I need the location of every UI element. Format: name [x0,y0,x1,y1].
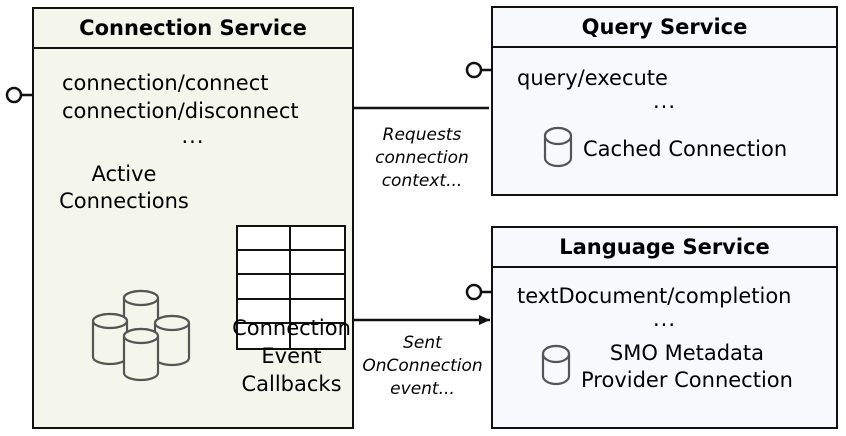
component-body-language-service: textDocument/completion ... SMO Metadata… [493,268,836,427]
connection-label-line1: Sent [403,333,442,353]
table-grid-cell [291,275,344,300]
artifact-label-smo-metadata: SMO Metadata Provider Connection [581,340,793,394]
artifact-label-smo-line2: Provider Connection [581,368,793,392]
component-title-connection-service: Connection Service [34,9,352,49]
operation-ellipsis-connection-service: ... [181,124,205,148]
operation-query-execute[interactable]: query/execute [517,66,668,90]
component-title-language-service: Language Service [493,228,836,268]
component-body-connection-service: connection/connect connection/disconnect… [34,49,352,429]
artifact-smo-metadata-provider-connection: SMO Metadata Provider Connection [541,340,793,394]
connection-label-line1: Requests [382,125,462,145]
operation-textdocument-completion[interactable]: textDocument/completion [517,284,792,308]
component-language-service[interactable]: Language Service textDocument/completion… [491,226,838,429]
table-grid-cell [238,227,291,252]
table-grid-cell [291,251,344,276]
artifact-label-callbacks-line2: Event [261,344,322,368]
artifact-label-callbacks-line3: Callbacks [241,372,342,396]
operation-connection-disconnect[interactable]: connection/disconnect [62,99,299,123]
connection-label-connection-to-language: Sent OnConnection event... [355,332,490,401]
table-grid-cell [238,323,291,348]
artifact-label-callbacks-line1: Connection [232,316,351,340]
table-grid-cell [238,275,291,300]
artifact-cached-connection: Cached Connection [543,126,787,172]
connection-label-query-to-connection: Requests connection context... [363,124,481,193]
artifact-label-active-connections-line2: Connections [59,189,189,213]
artifact-label-cached-connection: Cached Connection [583,136,788,161]
operation-connection-connect[interactable]: connection/connect [62,71,269,95]
component-connection-service[interactable]: Connection Service connection/connect co… [32,7,354,429]
component-title-query-service: Query Service [493,8,836,48]
operation-ellipsis-query-service: ... [652,89,677,113]
operation-ellipsis-language-service: ... [652,307,677,331]
database-icon [541,344,571,390]
operation-list-connection-service: connection/connect connection/disconnect [62,69,299,125]
component-body-query-service: query/execute ... Cached Connection [493,48,836,194]
component-query-service[interactable]: Query Service query/execute ... Cached C… [491,6,838,196]
connection-label-line2: OnConnection [362,356,483,376]
database-cluster-icon [84,284,204,383]
artifact-label-connection-event-callbacks: Connection Event Callbacks [209,314,374,398]
connection-label-line3: event... [390,379,455,399]
table-grid-icon [236,225,346,350]
table-grid-cell [291,227,344,252]
table-grid-cell [238,299,291,324]
database-icon [543,126,573,172]
connection-label-line2: connection [375,148,469,168]
table-grid-cell [238,251,291,276]
artifact-label-active-connections: Active Connections [44,161,204,215]
connection-label-line3: context... [381,171,463,191]
artifact-label-smo-line1: SMO Metadata [609,341,765,365]
table-grid-cell [291,300,344,324]
artifact-label-active-connections-line1: Active [91,162,157,186]
